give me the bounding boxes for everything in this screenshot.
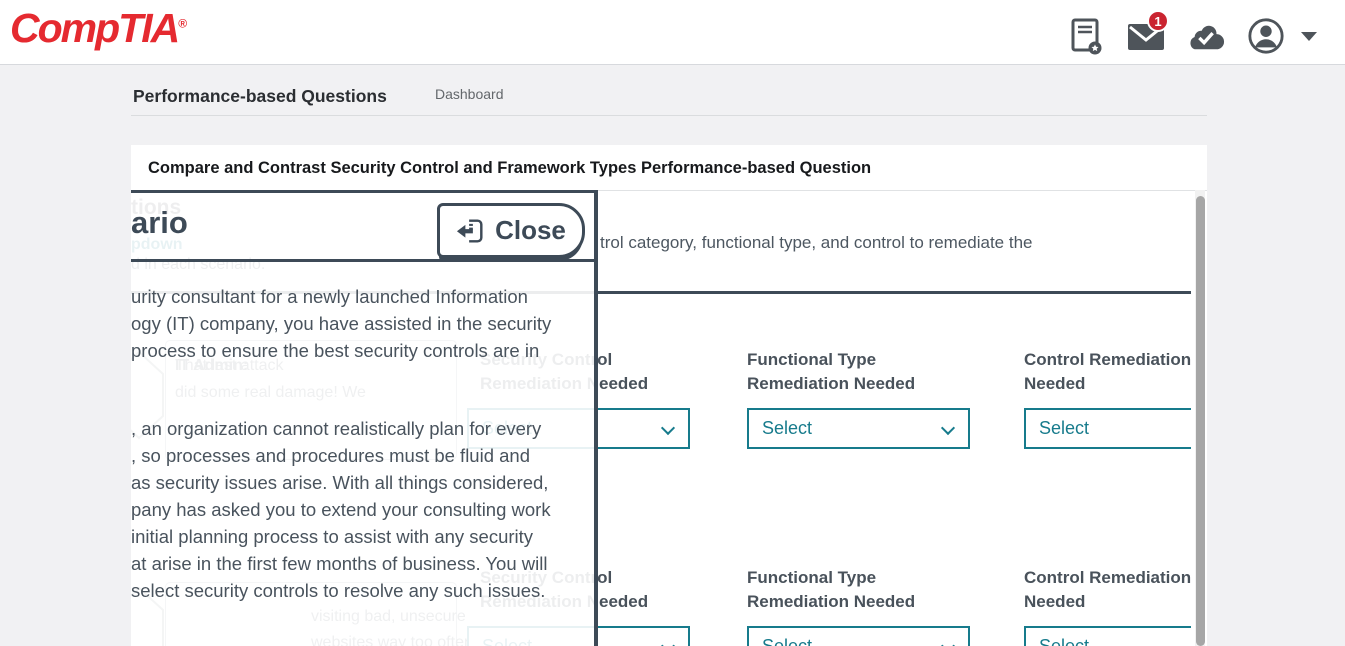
messages-button[interactable]: 1 bbox=[1127, 10, 1169, 54]
modal-heading-divider bbox=[131, 259, 594, 262]
scenario-text-line: select security controls to resolve any … bbox=[131, 580, 546, 601]
scenario-text-line: ogy (IT) company, you have assisted in t… bbox=[131, 313, 552, 334]
logo-registered-mark: ® bbox=[178, 16, 188, 31]
instruction-text: trol category, functional type, and cont… bbox=[600, 233, 1033, 252]
sync-status-button[interactable] bbox=[1187, 18, 1225, 54]
page-title: Performance-based Questions bbox=[133, 86, 387, 106]
scrollbar-thumb[interactable] bbox=[1195, 196, 1205, 646]
functional-type-select[interactable]: Select bbox=[747, 626, 970, 646]
scenario-modal: ario Close urity consultant for a newly … bbox=[131, 190, 598, 646]
scenario-text-line: initial planning process to assist with … bbox=[131, 526, 534, 547]
question-frame: tions pdown d in each scenario. IT Admin… bbox=[131, 190, 1191, 646]
unread-count-badge: 1 bbox=[1147, 10, 1169, 32]
logo-text: CompTIA bbox=[10, 5, 180, 51]
chevron-down-icon bbox=[940, 638, 956, 646]
scenario-text-line: at arise in the first few months of busi… bbox=[131, 553, 548, 574]
breadcrumb-dashboard[interactable]: Dashboard bbox=[435, 86, 504, 102]
notes-button[interactable] bbox=[1067, 18, 1105, 55]
scenario-text-line: , an organization cannot realistically p… bbox=[131, 418, 542, 439]
scenario-text-line: process to ensure the best security cont… bbox=[131, 340, 540, 361]
control-remediation-select[interactable]: Select bbox=[1024, 626, 1191, 646]
scenario-text-line: urity consultant for a newly launched In… bbox=[131, 286, 528, 307]
chevron-down-icon bbox=[660, 638, 676, 646]
functional-type-select[interactable]: Select bbox=[747, 408, 970, 449]
close-button-label: Close bbox=[495, 215, 566, 245]
scenario-text-line: pany has asked you to extend your consul… bbox=[131, 499, 551, 520]
chevron-down-icon bbox=[660, 420, 676, 436]
exit-icon bbox=[457, 218, 483, 243]
user-avatar-icon bbox=[1248, 18, 1284, 54]
chevron-down-icon[interactable] bbox=[1301, 31, 1317, 41]
question-card: Compare and Contrast Security Control an… bbox=[131, 145, 1207, 646]
scenario-text-line: as security issues arise. With all thing… bbox=[131, 472, 549, 493]
app-header: CompTIA® 1 bbox=[0, 0, 1345, 65]
card-title-divider bbox=[131, 190, 1207, 191]
account-menu-button[interactable] bbox=[1247, 18, 1285, 54]
question-card-title: Compare and Contrast Security Control an… bbox=[148, 159, 872, 177]
section-divider bbox=[131, 291, 1191, 294]
scrollbar-track[interactable] bbox=[1195, 190, 1205, 646]
comptia-logo: CompTIA® bbox=[10, 5, 187, 52]
nav-divider bbox=[131, 115, 1207, 116]
close-button[interactable]: Close bbox=[437, 203, 585, 258]
chevron-down-icon bbox=[940, 420, 956, 436]
control-remediation-select[interactable]: Select bbox=[1024, 408, 1191, 449]
document-icon bbox=[1071, 18, 1102, 55]
scenario-modal-heading: ario bbox=[131, 205, 188, 240]
cloud-check-icon bbox=[1190, 25, 1225, 50]
scenario-text-line: , so processes and procedures must be fl… bbox=[131, 445, 531, 466]
